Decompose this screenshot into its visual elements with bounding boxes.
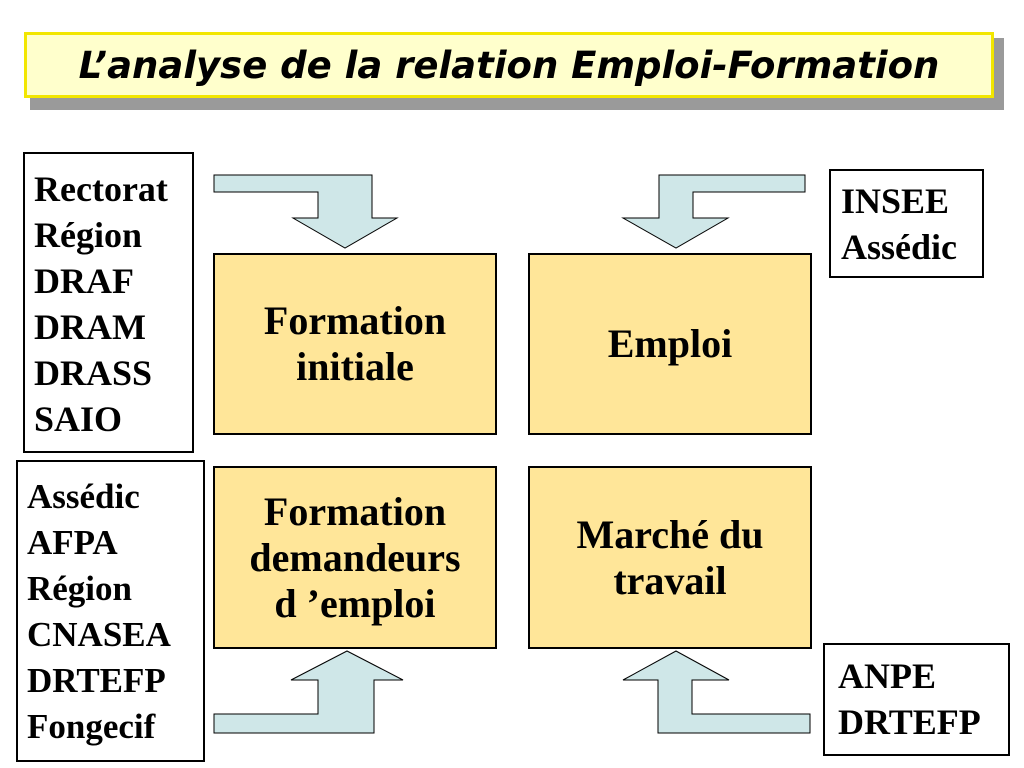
list-item: DRAF — [34, 261, 134, 301]
box-formation-demandeurs-line-3: d ’emploi — [274, 580, 436, 626]
box-marche-travail-line-1: Marché du — [576, 511, 764, 557]
box-formation-demandeurs: Formation demandeurs d ’emploi — [213, 466, 497, 649]
box-marche-travail: Marché du travail — [528, 466, 812, 649]
arrow-to-formation-demandeurs — [213, 650, 404, 734]
box-emploi: Emploi — [528, 253, 812, 435]
list-item: INSEE — [841, 181, 950, 221]
actors-list-bottom-right: ANPE DRTEFP — [823, 643, 1010, 756]
list-item: DRTEFP — [838, 702, 981, 742]
box-emploi-line-1: Emploi — [607, 321, 733, 366]
arrow-to-formation-initiale — [213, 174, 399, 249]
list-item: Rectorat — [34, 169, 168, 209]
list-item: ANPE — [838, 656, 936, 696]
list-item: DRTEFP — [27, 661, 166, 700]
slide-title: L’analyse de la relation Emploi-Formatio… — [24, 32, 994, 98]
actors-list-top-left: Rectorat Région DRAF DRAM DRASS SAIO — [23, 152, 194, 453]
list-item: Fongecif — [27, 707, 156, 746]
actors-list-bottom-left: Assédic AFPA Région CNASEA DRTEFP Fongec… — [16, 460, 205, 762]
list-item: Assédic — [841, 227, 957, 267]
list-item: DRASS — [34, 353, 153, 393]
list-item: Région — [27, 569, 132, 608]
arrow-to-emploi — [621, 174, 806, 249]
list-item: AFPA — [27, 523, 118, 562]
box-formation-demandeurs-line-1: Formation — [263, 488, 447, 534]
list-item: DRAM — [34, 307, 146, 347]
arrow-to-marche-travail — [622, 650, 811, 734]
list-item: CNASEA — [27, 615, 171, 654]
box-marche-travail-line-2: travail — [613, 557, 727, 603]
list-item: Région — [34, 215, 142, 255]
box-formation-initiale-line-2: initiale — [296, 344, 414, 389]
list-item: SAIO — [34, 399, 123, 439]
box-formation-demandeurs-line-2: demandeurs — [249, 534, 461, 580]
box-formation-initiale-line-1: Formation — [263, 298, 447, 343]
actors-list-top-right: INSEE Assédic — [829, 169, 984, 278]
list-item: Assédic — [27, 477, 140, 516]
box-formation-initiale: Formation initiale — [213, 253, 497, 435]
